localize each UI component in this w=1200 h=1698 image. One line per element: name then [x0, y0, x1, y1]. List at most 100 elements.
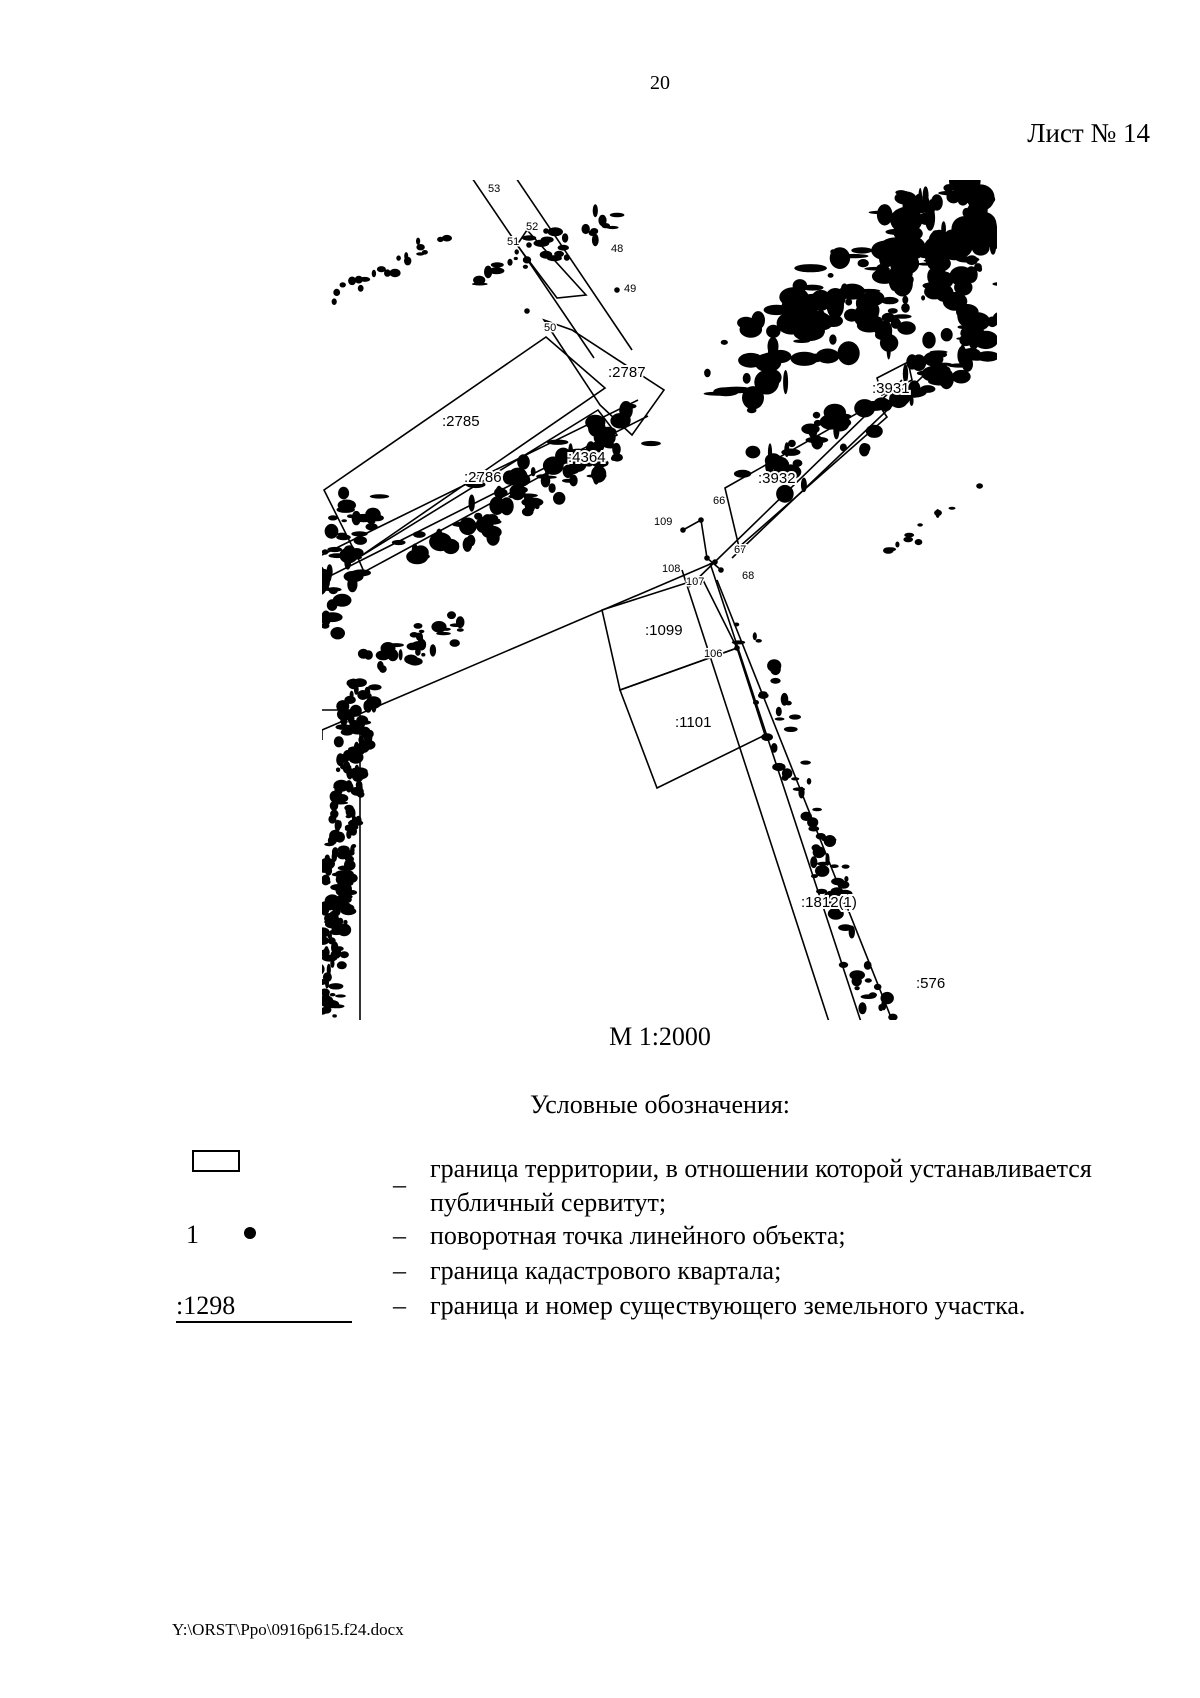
vegetation-blot [335, 794, 349, 803]
vegetation-blot [327, 937, 336, 945]
vegetation-blot [954, 279, 973, 296]
vegetation-blot [772, 468, 780, 480]
point-label: 66 [713, 495, 725, 507]
vegetation-blot [322, 949, 327, 959]
vegetation-blot [468, 494, 475, 512]
vegetation-blot [412, 531, 426, 538]
vegetation-blot [785, 700, 792, 706]
vegetation-blot [322, 585, 330, 592]
vegetation-blot [333, 736, 344, 748]
vegetation-blot [322, 568, 328, 574]
vegetation-blot [894, 191, 917, 205]
vegetation-blot [350, 749, 362, 760]
vegetation-blot [555, 447, 572, 464]
vegetation-blot [766, 324, 781, 338]
vegetation-blot [755, 639, 762, 643]
vegetation-blot [337, 820, 342, 829]
vegetation-blot [987, 336, 992, 342]
vegetation-blot [854, 986, 860, 991]
vegetation-blot [333, 779, 350, 792]
vegetation-blot [371, 269, 377, 278]
vegetation-blot [742, 386, 764, 410]
vegetation-blot [416, 244, 425, 251]
vegetation-blot [792, 279, 808, 293]
parcel-3931 [876, 360, 913, 397]
vegetation-blot [581, 223, 590, 235]
vegetation-blot [770, 677, 781, 684]
vegetation-blot [335, 873, 346, 885]
vegetation-blot [800, 811, 812, 821]
turning-points [524, 228, 740, 651]
point-marker [734, 645, 740, 651]
vegetation-blot [924, 205, 936, 231]
vegetation-blot [324, 919, 339, 925]
vegetation-blot [815, 864, 830, 877]
vegetation-blot [792, 323, 825, 340]
vegetation-blot [767, 346, 773, 363]
vegetation-blot [792, 459, 803, 467]
vegetation-blot [331, 851, 337, 863]
vegetation-blot [329, 1004, 345, 1009]
vegetation-blot [794, 264, 827, 273]
vegetation-blot [524, 495, 529, 501]
vegetation-blot [490, 262, 504, 268]
vegetation-blot [965, 312, 991, 331]
vegetation-blot [322, 623, 330, 629]
vegetation-blot [329, 829, 342, 843]
parcel-label: :1812(1) [801, 894, 857, 911]
vegetation-blot [966, 221, 984, 227]
vegetation-blot [351, 770, 364, 782]
vegetation-blot [891, 206, 923, 234]
vegetation-blot [354, 275, 363, 284]
parcel-2787 [542, 318, 666, 437]
vegetation-blot [966, 184, 995, 211]
vegetation-blot [522, 264, 528, 269]
legend-text: поворотная точка линейного объекта; [430, 1221, 846, 1250]
legend-dash: – [393, 1291, 406, 1320]
vegetation-blot [927, 351, 948, 359]
vegetation-blot [953, 180, 974, 193]
parcel-label: :2786 [464, 469, 502, 486]
road-boundaries [322, 180, 943, 1020]
vegetation-blot [737, 316, 755, 329]
vegetation-blot [586, 474, 607, 478]
legend-dash: – [393, 1170, 406, 1199]
vegetation-blot [841, 864, 850, 869]
vegetation-blot [971, 240, 990, 256]
vegetation-blot [341, 519, 347, 523]
vegetation-blot [376, 266, 386, 273]
vegetation-blot [954, 267, 960, 272]
vegetation-blot [342, 849, 355, 857]
vegetation-blot [449, 639, 460, 647]
vegetation-blot [957, 325, 973, 330]
vegetation-blot [347, 576, 358, 593]
sheet-label: Лист № 14 [1027, 118, 1150, 148]
vegetation-blot [742, 372, 751, 384]
vegetation-blot [322, 936, 328, 943]
vegetation-blot [324, 842, 335, 847]
vegetation-blot [514, 249, 519, 255]
point-label: 48 [611, 243, 623, 255]
vegetation-blot [323, 988, 330, 1002]
vegetation-blot [941, 250, 955, 257]
vegetation-blot [339, 755, 345, 760]
vegetation-blot [860, 298, 866, 312]
vegetation-blot [591, 458, 609, 468]
vegetation-blot [943, 184, 954, 192]
point-marker [718, 567, 724, 573]
vegetation-blot [792, 787, 805, 791]
vegetation-blot [340, 907, 357, 916]
vegetation-blot [357, 690, 369, 700]
vegetation-blot [827, 273, 834, 278]
vegetation-blot [332, 1014, 337, 1018]
point-marker [704, 555, 710, 561]
vegetation-blot [507, 258, 513, 266]
vegetation-blot [590, 228, 599, 235]
vegetation-blot [984, 237, 997, 247]
vegetation-blot [437, 236, 444, 243]
vegetation-blot [834, 905, 842, 917]
vegetation-blot [745, 445, 761, 459]
parcel-label: :1101 [675, 714, 711, 731]
map-canvas: :2785 :2786 :2787 :4364 :3931 :3932 :109… [322, 180, 997, 1020]
vegetation-blot [335, 767, 341, 773]
